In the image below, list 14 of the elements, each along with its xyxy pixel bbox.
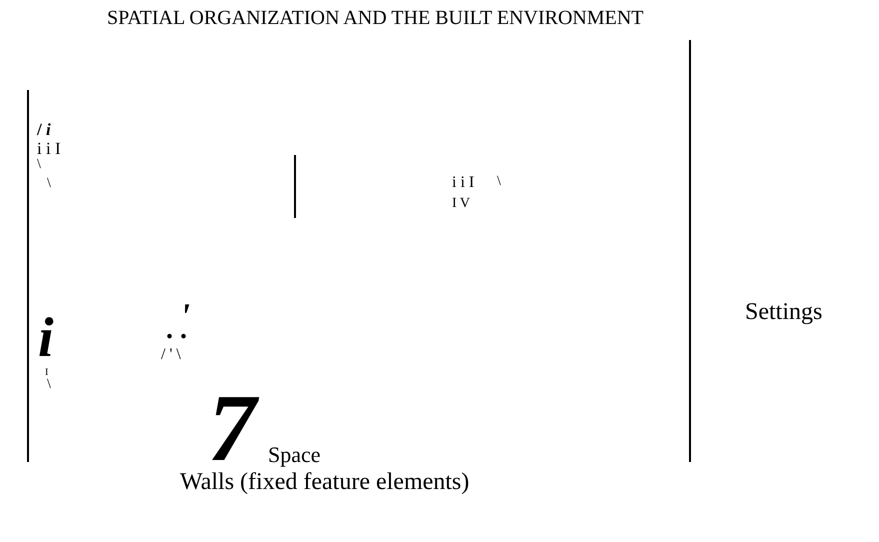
stray-glyph: \ [497,175,501,189]
stray-glyph: I [45,368,48,378]
stray-glyphs: / ' \ [161,347,181,363]
title: SPATIAL ORGANIZATION AND THE BUILT ENVIRONMENT [107,8,644,28]
stray-glyphs: I V [452,197,470,211]
stray-glyph: \ [37,158,41,172]
large-glyph: i [38,310,54,366]
stray-glyph: \ [47,177,51,191]
stray-glyph: \ [47,378,51,392]
stray-glyphs: i i I [37,140,61,157]
stray-glyphs: i i I [452,175,474,191]
stray-glyphs: / i [37,121,51,138]
label: Space [268,444,321,466]
side-label: Settings [745,300,822,324]
